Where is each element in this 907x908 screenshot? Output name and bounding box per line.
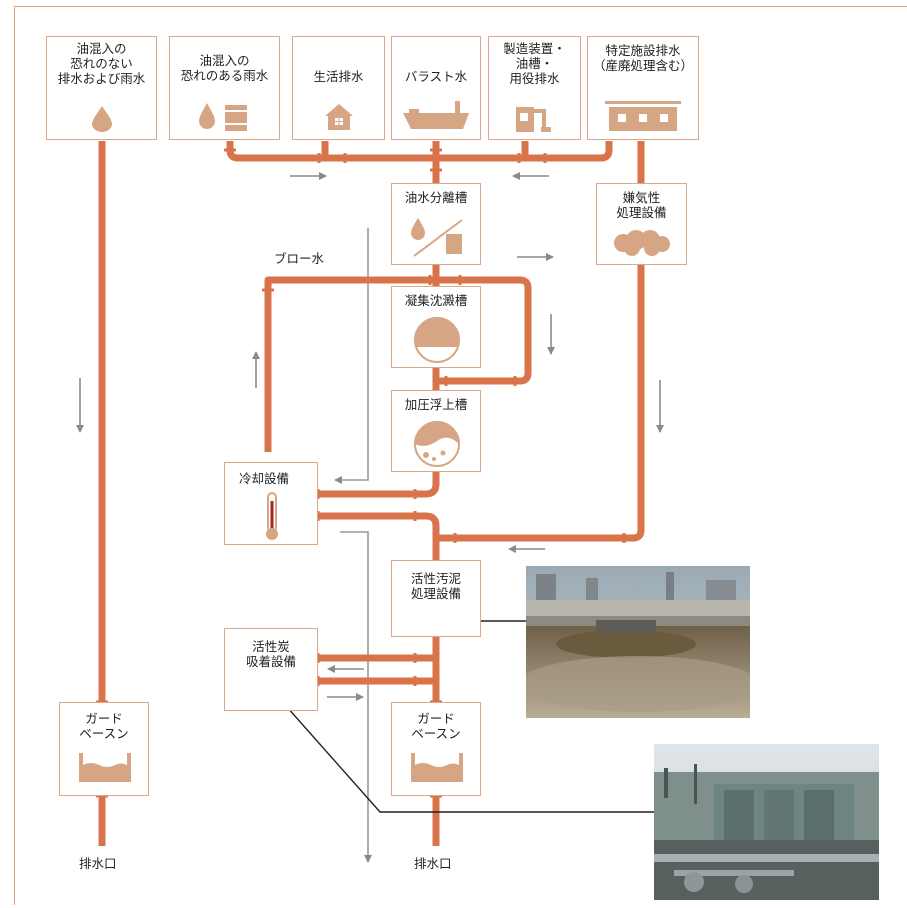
unit-activated-sludge-label: 活性汚泥 処理設備	[410, 571, 461, 601]
factory-equipment-icon	[516, 107, 551, 132]
unit-activated-sludge: 活性汚泥 処理設備	[391, 560, 481, 637]
settling-tank-icon	[414, 317, 460, 363]
guard-basin-right: ガード ベースン	[391, 702, 481, 796]
grey-line-to-cooling	[334, 228, 369, 484]
pipe-source-collector	[226, 141, 613, 162]
outlet-right-label: 排水口	[414, 856, 452, 871]
unit-cooling: 冷却設備	[224, 462, 318, 545]
photo-activated-carbon	[654, 744, 879, 900]
source-process-label: 製造装置・ 油槽・ 用役排水	[503, 41, 566, 86]
sludge-facility-photo	[526, 566, 750, 718]
unit-flotation-label: 加圧浮上槽	[404, 397, 468, 412]
cloud-icon	[614, 230, 670, 256]
pipe-blow-loop	[264, 276, 532, 452]
unit-activated-carbon-label: 活性炭 吸着設備	[245, 639, 296, 669]
oil-water-separator-icon	[411, 218, 463, 257]
outlet-left-label: 排水口	[79, 856, 117, 871]
direction-arrows	[76, 172, 664, 701]
guard-basin-right-label: ガード ベースン	[411, 711, 461, 741]
blow-water-label: ブロー水	[274, 251, 325, 266]
guard-basin-left-label: ガード ベースン	[79, 711, 129, 741]
source-rain-clean-label: 油混入の 恐れのない 排水および雨水	[57, 41, 146, 86]
unit-oil-separator-label: 油水分離槽	[404, 190, 468, 205]
unit-anaerobic-label: 嫌気性 処理設備	[616, 190, 667, 220]
source-process: 製造装置・ 油槽・ 用役排水	[488, 36, 581, 140]
pipe-anaerobic-to-sludge	[436, 265, 645, 542]
drop-icon	[92, 106, 112, 132]
flotation-tank-icon	[414, 421, 460, 467]
basin-icon	[411, 753, 463, 782]
basin-icon	[79, 753, 131, 782]
source-special: 特定施設排水 （産廃処理含む）	[587, 36, 699, 140]
source-ballast: バラスト水	[391, 36, 481, 140]
ship-icon	[403, 101, 469, 129]
unit-oil-separator: 油水分離槽	[391, 183, 481, 265]
pipe-flanges	[96, 148, 626, 798]
pipes	[98, 141, 645, 846]
source-rain-oily: 油混入の 恐れのある雨水	[169, 36, 280, 140]
grey-flow-lines	[334, 228, 372, 863]
pipe-flotation-to-cooling	[318, 472, 440, 498]
pipe-cooling-to-sludge	[318, 512, 440, 560]
guard-basin-left: ガード ベースン	[59, 702, 149, 796]
unit-coagulation-label: 凝集沈澱槽	[404, 293, 468, 308]
source-special-label: 特定施設排水 （産廃処理含む）	[592, 43, 693, 73]
carbon-facility-photo	[654, 744, 879, 900]
source-domestic-label: 生活排水	[313, 69, 364, 84]
diagram-frame	[14, 6, 907, 905]
source-rain-clean: 油混入の 恐れのない 排水および雨水	[46, 36, 157, 140]
unit-cooling-label: 冷却設備	[239, 471, 290, 486]
unit-flotation: 加圧浮上槽	[391, 390, 481, 472]
source-rain-oily-label: 油混入の 恐れのある雨水	[180, 53, 269, 83]
source-ballast-label: バラスト水	[404, 69, 468, 84]
photo-activated-sludge	[526, 566, 750, 718]
grey-line-to-bottom	[340, 531, 372, 863]
unit-anaerobic: 嫌気性 処理設備	[596, 183, 687, 265]
house-icon	[325, 104, 353, 130]
drop-drum-icon	[199, 103, 249, 131]
thermometer-icon	[266, 492, 278, 540]
unit-coagulation: 凝集沈澱槽	[391, 286, 481, 368]
source-domestic: 生活排水	[292, 36, 385, 140]
unit-activated-carbon: 活性炭 吸着設備	[224, 628, 318, 711]
facility-icon	[605, 101, 681, 131]
